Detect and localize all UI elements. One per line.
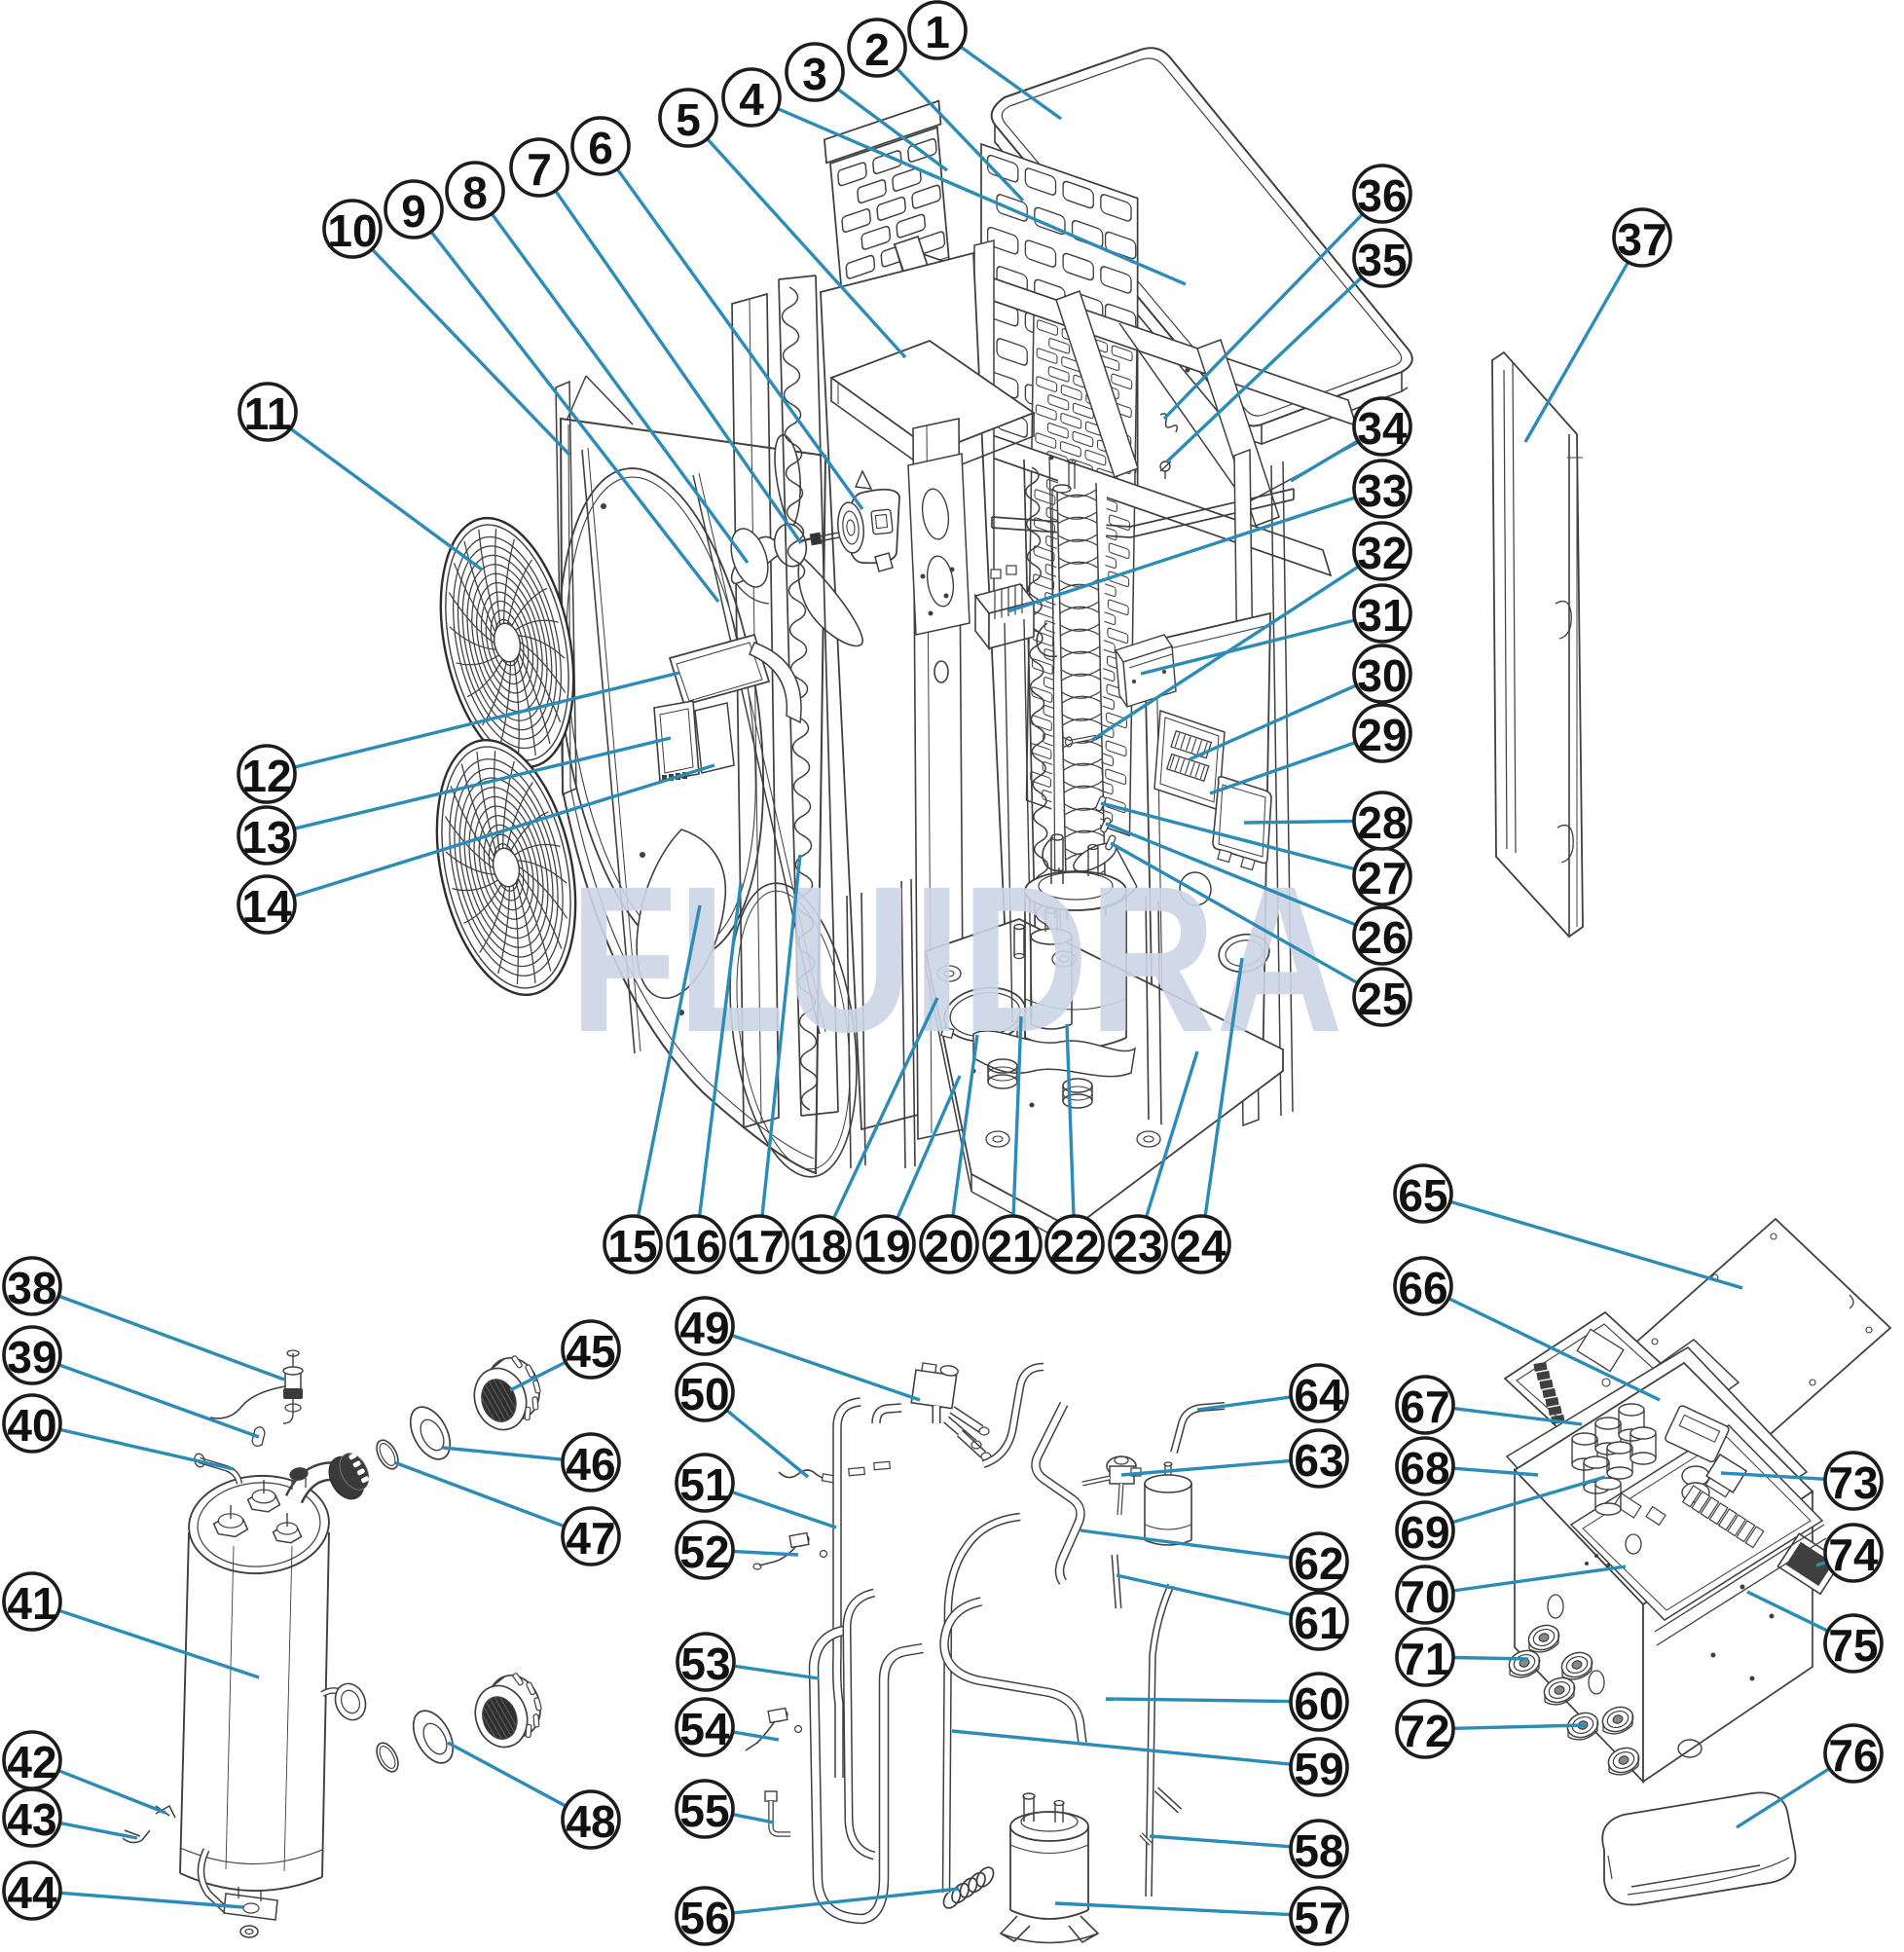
svg-text:42: 42 — [7, 1737, 56, 1787]
svg-text:46: 46 — [566, 1439, 615, 1490]
svg-text:7: 7 — [527, 144, 552, 195]
svg-text:13: 13 — [241, 812, 291, 863]
svg-text:5: 5 — [676, 94, 701, 145]
svg-text:70: 70 — [1400, 1571, 1449, 1622]
svg-text:15: 15 — [607, 1221, 657, 1271]
svg-text:30: 30 — [1357, 650, 1407, 701]
svg-text:10: 10 — [327, 205, 377, 256]
svg-text:38: 38 — [7, 1263, 56, 1313]
svg-text:23: 23 — [1113, 1221, 1162, 1271]
svg-text:47: 47 — [566, 1513, 615, 1564]
svg-text:25: 25 — [1357, 974, 1407, 1024]
svg-text:14: 14 — [241, 881, 292, 932]
svg-text:62: 62 — [1294, 1538, 1343, 1589]
svg-text:24: 24 — [1176, 1221, 1227, 1271]
svg-text:28: 28 — [1357, 797, 1407, 848]
svg-text:41: 41 — [7, 1578, 56, 1629]
svg-text:66: 66 — [1398, 1263, 1447, 1313]
svg-text:39: 39 — [7, 1332, 56, 1382]
svg-text:63: 63 — [1294, 1435, 1343, 1486]
svg-text:76: 76 — [1828, 1730, 1878, 1781]
svg-text:26: 26 — [1357, 912, 1407, 963]
svg-text:31: 31 — [1357, 590, 1407, 641]
svg-text:33: 33 — [1357, 465, 1407, 516]
svg-text:34: 34 — [1357, 403, 1408, 454]
svg-text:57: 57 — [1294, 1893, 1343, 1943]
svg-text:68: 68 — [1400, 1443, 1449, 1493]
svg-text:73: 73 — [1828, 1457, 1878, 1508]
svg-text:52: 52 — [679, 1527, 729, 1577]
svg-text:58: 58 — [1294, 1825, 1343, 1876]
svg-text:12: 12 — [241, 751, 291, 801]
svg-text:FLUIDRA: FLUIDRA — [569, 843, 1343, 1076]
svg-text:3: 3 — [802, 49, 827, 99]
svg-text:72: 72 — [1400, 1706, 1449, 1756]
svg-text:18: 18 — [796, 1221, 846, 1271]
svg-text:59: 59 — [1294, 1744, 1343, 1794]
svg-text:22: 22 — [1049, 1221, 1099, 1271]
svg-text:1: 1 — [925, 7, 950, 57]
svg-text:44: 44 — [7, 1867, 57, 1918]
svg-text:56: 56 — [679, 1893, 729, 1943]
svg-text:65: 65 — [1398, 1170, 1447, 1221]
svg-text:40: 40 — [7, 1400, 56, 1451]
svg-text:61: 61 — [1294, 1598, 1343, 1648]
svg-text:4: 4 — [739, 74, 764, 125]
svg-text:19: 19 — [860, 1221, 910, 1271]
svg-text:8: 8 — [462, 167, 488, 218]
svg-text:74: 74 — [1828, 1529, 1879, 1580]
svg-text:60: 60 — [1294, 1678, 1343, 1729]
svg-text:35: 35 — [1357, 235, 1407, 285]
svg-text:45: 45 — [566, 1326, 615, 1377]
svg-text:21: 21 — [987, 1221, 1037, 1271]
svg-text:53: 53 — [680, 1639, 730, 1689]
svg-text:29: 29 — [1357, 710, 1407, 760]
svg-text:71: 71 — [1400, 1634, 1449, 1684]
svg-text:27: 27 — [1357, 853, 1407, 903]
svg-text:75: 75 — [1828, 1620, 1878, 1671]
svg-text:6: 6 — [588, 123, 613, 173]
svg-text:51: 51 — [679, 1459, 729, 1510]
svg-text:55: 55 — [679, 1786, 729, 1836]
svg-text:17: 17 — [734, 1221, 784, 1271]
svg-text:11: 11 — [244, 388, 292, 439]
svg-text:20: 20 — [924, 1221, 973, 1271]
svg-text:64: 64 — [1294, 1370, 1344, 1420]
svg-text:36: 36 — [1357, 170, 1407, 221]
svg-text:69: 69 — [1400, 1507, 1449, 1558]
svg-text:50: 50 — [679, 1369, 729, 1419]
svg-text:2: 2 — [864, 24, 890, 75]
svg-text:49: 49 — [679, 1303, 729, 1353]
svg-text:48: 48 — [566, 1796, 615, 1847]
svg-text:43: 43 — [7, 1794, 56, 1845]
svg-text:9: 9 — [401, 186, 426, 237]
svg-text:67: 67 — [1400, 1381, 1449, 1432]
svg-text:37: 37 — [1617, 214, 1666, 265]
svg-text:32: 32 — [1357, 528, 1407, 578]
svg-text:16: 16 — [671, 1221, 720, 1271]
svg-text:54: 54 — [679, 1704, 730, 1754]
